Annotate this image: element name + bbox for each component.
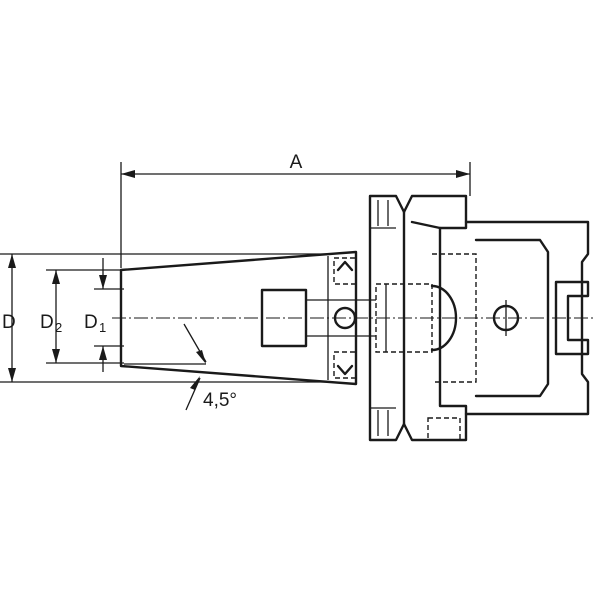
taper-angle-callout: 4,5° [124,323,237,411]
diameter-extension-lines [0,253,330,383]
dimension-d2-label: D [40,312,54,333]
dimension-d1-label: D [84,312,98,333]
taper-angle-label: 4,5° [203,390,237,411]
dimension-d1: D 1 [84,258,107,372]
internal-stop [375,283,458,353]
dimension-a-label: A [290,152,303,173]
hsk-shank [427,220,590,441]
dimension-a: A [120,152,471,268]
cross-hole [333,306,357,330]
dimension-d2: D 2 [40,270,62,363]
flange [368,194,468,442]
dimension-d: D [2,254,16,382]
tapered-shank [119,250,376,386]
dimension-d2-subscript: 2 [55,320,62,335]
dimension-d-label: D [2,312,16,333]
set-screws [333,257,357,379]
dimension-d1-subscript: 1 [99,320,106,335]
